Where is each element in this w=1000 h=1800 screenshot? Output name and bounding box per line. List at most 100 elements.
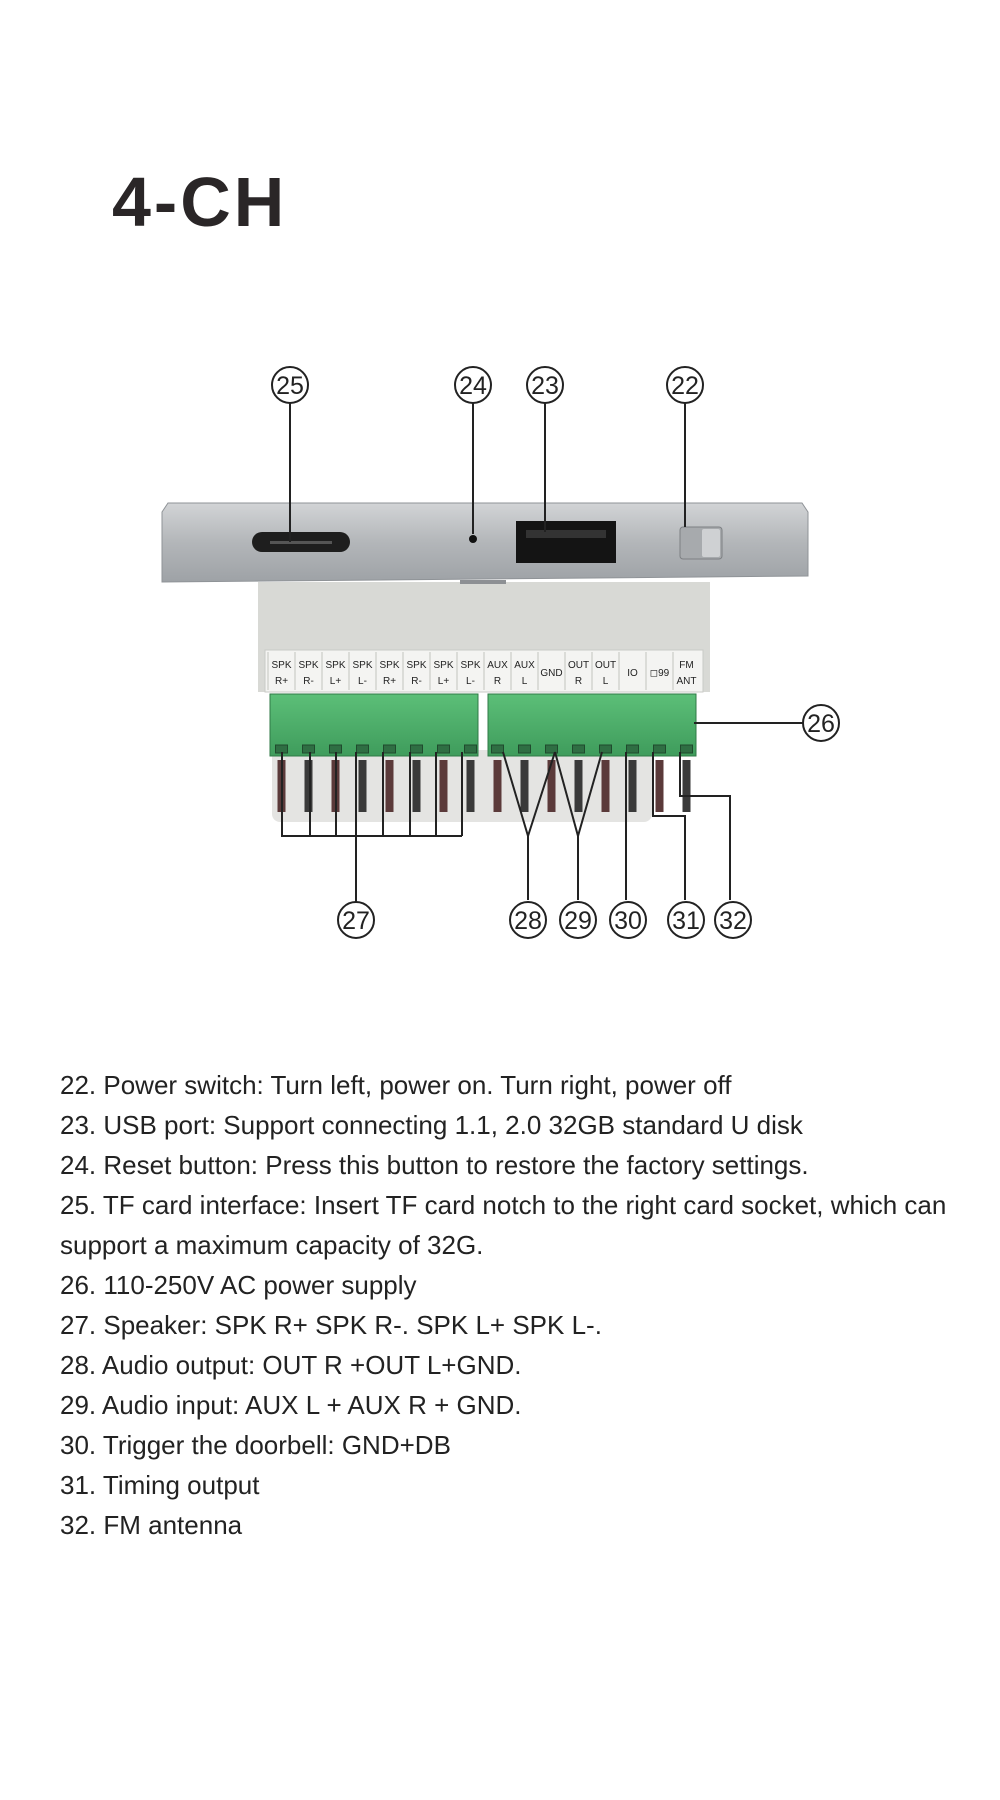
terminal-label-bottom: ANT (677, 676, 697, 687)
page-title: 4-CH (112, 163, 288, 241)
terminal-wire-slot (574, 760, 583, 812)
device-diagram: SPKR+SPKR-SPKL+SPKL-SPKR+SPKR-SPKL+SPKL-… (161, 366, 840, 939)
leader-lines (281, 403, 803, 902)
legend-item-32: 32. FM antenna (60, 1510, 243, 1540)
terminal-label-top: SPK (406, 660, 426, 671)
terminal-screws (275, 744, 693, 754)
panel-groove (460, 580, 506, 584)
terminal-label-bottom: R- (411, 676, 422, 687)
legend-item-27: 27. Speaker: SPK R+ SPK R-. SPK L+ SPK L… (60, 1310, 602, 1340)
terminal-wire-slot (547, 760, 556, 812)
terminal-label-bottom: L (522, 676, 528, 687)
tf-card-notch (270, 541, 332, 544)
terminal-label-top: OUT (595, 660, 616, 671)
terminal-label-bottom: R+ (275, 676, 288, 687)
callout-24: 24 (454, 366, 492, 404)
callout-31: 31 (667, 901, 705, 939)
terminal-screw (545, 744, 558, 754)
legend-item-30: 30. Trigger the doorbell: GND+DB (60, 1430, 451, 1460)
terminal-screw (356, 744, 369, 754)
terminal-label-top: SPK (460, 660, 480, 671)
terminal-wire-slot (493, 760, 502, 812)
terminal-label-bottom: L (603, 676, 609, 687)
terminal-label-bottom: L- (466, 676, 475, 687)
terminal-screw (680, 744, 693, 754)
callout-27: 27 (337, 901, 375, 939)
terminal-label-top: SPK (271, 660, 291, 671)
terminal-screw (653, 744, 666, 754)
legend-item-28: 28. Audio output: OUT R +OUT L+GND. (60, 1350, 522, 1380)
usb-port (516, 521, 616, 563)
terminal-label-top: SPK (352, 660, 372, 671)
callout-29: 29 (559, 901, 597, 939)
terminal-label-bottom: R (575, 676, 582, 687)
terminal-wire-slot (520, 760, 529, 812)
svg-text:23: 23 (531, 372, 559, 400)
callout-25: 25 (271, 366, 309, 404)
callout-28: 28 (509, 901, 547, 939)
legend-item-23: 23. USB port: Support connecting 1.1, 2.… (60, 1110, 803, 1140)
terminal-screw (599, 744, 612, 754)
terminal-wire-slot (601, 760, 610, 812)
terminal-label-top: SPK (298, 660, 318, 671)
terminal-wire-slot (358, 760, 367, 812)
svg-text:28: 28 (514, 907, 542, 935)
callout-23: 23 (526, 366, 564, 404)
svg-text:22: 22 (671, 372, 699, 400)
power-switch-knob (702, 529, 720, 557)
terminal-wire-slot (682, 760, 691, 812)
svg-text:32: 32 (719, 907, 747, 935)
terminal-wire-slot (412, 760, 421, 812)
svg-text:27: 27 (342, 907, 370, 935)
terminal-screw (437, 744, 450, 754)
terminal-labels: SPKR+SPKR-SPKL+SPKL-SPKR+SPKR-SPKL+SPKL-… (267, 652, 697, 690)
legend-item-22: 22. Power switch: Turn left, power on. T… (60, 1070, 732, 1100)
terminal-screw (383, 744, 396, 754)
terminal-label-bottom: R (494, 676, 501, 687)
terminal-wire-slot (655, 760, 664, 812)
callout-22: 22 (666, 366, 704, 404)
terminal-screw (329, 744, 342, 754)
terminal-wire-slot (304, 760, 313, 812)
svg-text:30: 30 (614, 907, 642, 935)
svg-text:24: 24 (459, 372, 487, 400)
terminal-screw (491, 744, 504, 754)
terminal-screw (302, 744, 315, 754)
terminal-label-top: AUX (514, 660, 535, 671)
terminal-wire-slot (466, 760, 475, 812)
terminal-screw (572, 744, 585, 754)
top-panel (161, 502, 809, 583)
terminal-label-top: IO (627, 668, 638, 679)
terminal-wire-slot (385, 760, 394, 812)
terminal-label-top: SPK (433, 660, 453, 671)
svg-text:31: 31 (672, 907, 700, 935)
terminal-screw (626, 744, 639, 754)
terminal-label-top: SPK (325, 660, 345, 671)
terminal-screw (275, 744, 288, 754)
terminal-label-bottom: L+ (438, 676, 450, 687)
terminal-label-top: FM (679, 660, 693, 671)
terminal-screw (464, 744, 477, 754)
svg-text:29: 29 (564, 907, 592, 935)
legend-list: 22. Power switch: Turn left, power on. T… (60, 1065, 960, 1545)
callout-30: 30 (609, 901, 647, 939)
legend-item-25: 25. TF card interface: Insert TF card no… (60, 1190, 947, 1260)
svg-text:25: 25 (276, 372, 304, 400)
terminal-screw (518, 744, 531, 754)
legend-item-31: 31. Timing output (60, 1470, 260, 1500)
terminal-label-top: OUT (568, 660, 589, 671)
terminal-label-bottom: R+ (383, 676, 396, 687)
reset-button-hole (469, 535, 477, 543)
terminal-label-bottom: L+ (330, 676, 342, 687)
legend-item-24: 24. Reset button: Press this button to r… (60, 1150, 809, 1180)
terminal-label-top: AUX (487, 660, 508, 671)
terminal-label-bottom: R- (303, 676, 314, 687)
terminal-label-top: SPK (379, 660, 399, 671)
terminal-wire-slot (628, 760, 637, 812)
terminal-label-top: GND (540, 668, 562, 679)
callout-32: 32 (714, 901, 752, 939)
svg-text:26: 26 (807, 710, 835, 738)
callout-26: 26 (802, 704, 840, 742)
terminal-screw (410, 744, 423, 754)
terminal-wire-slot (439, 760, 448, 812)
